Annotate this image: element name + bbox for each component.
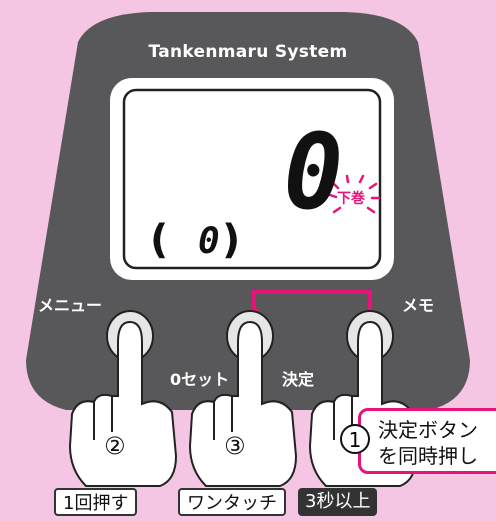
step-3-marker: ③ — [224, 432, 246, 460]
callout-line-1: 決定ボタン — [378, 418, 478, 442]
instruction-hold-3s: 3秒以上 — [298, 488, 378, 516]
memo-button-label: メモ — [402, 296, 435, 315]
menu-button-label: メニュー — [38, 296, 103, 315]
callout-step-number: 1 — [340, 424, 370, 454]
zero-set-button-label: 0セット — [170, 370, 230, 389]
step-2-marker: ② — [104, 432, 126, 460]
lcd-paren-close: ) — [222, 217, 241, 263]
volume-sparkle-icon — [328, 174, 381, 214]
callout-box — [358, 408, 496, 474]
confirm-button-label: 決定 — [282, 370, 315, 389]
lcd-paren-open: ( — [150, 217, 169, 263]
instruction-one-touch: ワンタッチ — [178, 488, 286, 516]
instruction-press-once: 1回押す — [54, 488, 138, 516]
hand-icon — [68, 320, 178, 487]
lcd-volume-label: 下巻 — [337, 191, 365, 207]
hand-icon — [188, 320, 298, 487]
callout-line-2: を同時押し — [378, 444, 478, 468]
lcd-sub-digit: 0 — [198, 221, 220, 262]
lcd-screen — [122, 88, 382, 270]
lcd-main-digit: 0 — [283, 111, 344, 233]
brand-label: Tankenmaru System — [148, 42, 348, 62]
